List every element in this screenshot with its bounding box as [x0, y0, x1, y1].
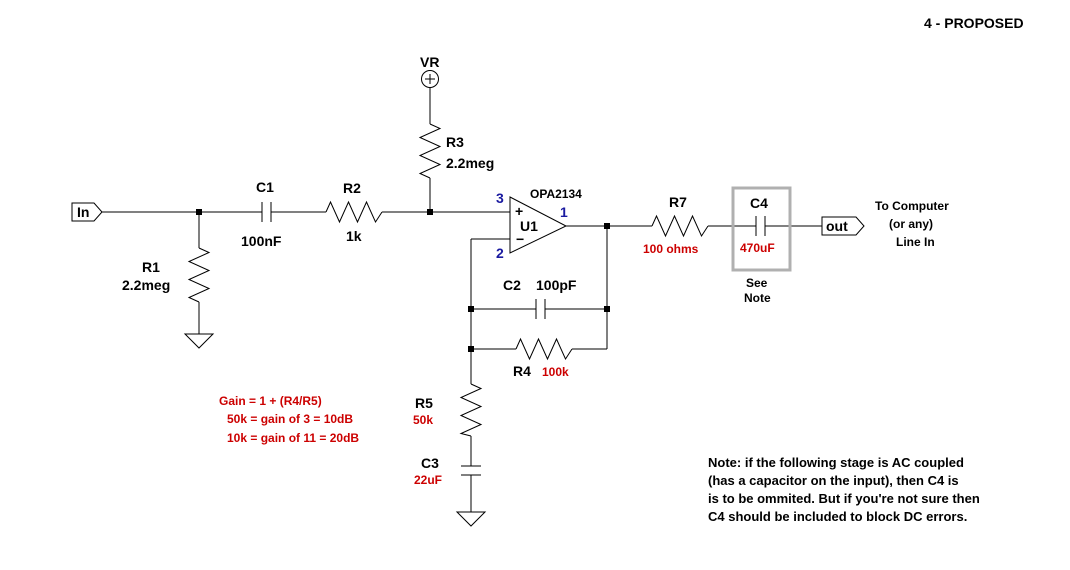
r1-ref: R1	[142, 259, 160, 275]
u1-pin-3: 3	[496, 190, 504, 206]
see-note-line-1: See	[746, 276, 768, 290]
c4-ref: C4	[750, 195, 768, 211]
resistor-r5: R5 50k	[413, 383, 483, 437]
output-port: out	[821, 216, 865, 236]
r3-value: 2.2meg	[446, 155, 494, 171]
u1-pin-1: 1	[560, 204, 568, 220]
page-title: 4 - PROPOSED	[924, 15, 1024, 31]
r7-ref: R7	[669, 194, 687, 210]
c4-highlight-box	[731, 186, 792, 272]
junction-dots	[196, 209, 610, 352]
r4-value: 100k	[542, 365, 569, 379]
r7-value: 100 ohms	[643, 242, 699, 256]
r2-ref: R2	[343, 180, 361, 196]
capacitor-c3: C3 22uF	[414, 455, 481, 487]
gain-note-line-3: 10k = gain of 11 = 20dB	[227, 431, 359, 445]
c2-ref: C2	[503, 277, 521, 293]
destination-text: To Computer (or any) Line In	[875, 199, 949, 249]
c4-note-line-4: C4 should be included to block DC errors…	[708, 509, 967, 524]
c3-value: 22uF	[414, 473, 442, 487]
opamp-u1: + − U1 OPA2134 3 2 1	[496, 187, 582, 261]
u1-plus-sign: +	[515, 203, 523, 219]
c1-ref: C1	[256, 179, 274, 195]
r1-value: 2.2meg	[122, 277, 170, 293]
ground-symbol-r1	[183, 333, 215, 349]
r4-ref: R4	[513, 363, 531, 379]
c1-value: 100nF	[241, 233, 282, 249]
c2-value: 100pF	[536, 277, 577, 293]
c4-note-line-1: Note: if the following stage is AC coupl…	[708, 455, 964, 470]
c4-value: 470uF	[740, 241, 775, 255]
output-port-label: out	[826, 218, 848, 234]
gain-note-line-2: 50k = gain of 3 = 10dB	[227, 412, 353, 426]
destination-line-1: To Computer	[875, 199, 949, 213]
u1-ref: U1	[520, 218, 538, 234]
c4-note-line-2: (has a capacitor on the input), then C4 …	[708, 473, 959, 488]
gain-note-line-1: Gain = 1 + (R4/R5)	[219, 394, 322, 408]
c4-note-line-3: is to be ommited. But if you're not sure…	[708, 491, 980, 506]
ground-symbol-c3	[455, 511, 487, 527]
r5-value: 50k	[413, 413, 433, 427]
vr-supply-symbol: VR	[420, 54, 439, 88]
input-port-label: In	[77, 204, 89, 220]
destination-line-3: Line In	[896, 235, 935, 249]
r3-ref: R3	[446, 134, 464, 150]
c4-note: Note: if the following stage is AC coupl…	[708, 455, 980, 524]
resistor-r4: R4 100k	[513, 337, 573, 379]
r2-value: 1k	[346, 228, 362, 244]
destination-line-2: (or any)	[889, 217, 933, 231]
wires	[102, 88, 822, 512]
resistor-r2: R2 1k	[325, 180, 383, 244]
see-note-line-2: Note	[744, 291, 771, 305]
gain-notes: Gain = 1 + (R4/R5) 50k = gain of 3 = 10d…	[219, 394, 359, 445]
r5-ref: R5	[415, 395, 433, 411]
resistor-r1: R1 2.2meg	[122, 247, 211, 303]
input-port: In	[71, 202, 103, 222]
resistor-r3: R3 2.2meg	[418, 123, 494, 179]
vr-label: VR	[420, 54, 439, 70]
u1-part: OPA2134	[530, 187, 582, 201]
u1-minus-sign: −	[516, 231, 524, 247]
capacitor-c4: C4 470uF See Note	[731, 186, 792, 305]
resistor-r7: R7 100 ohms	[643, 194, 709, 256]
c3-ref: C3	[421, 455, 439, 471]
capacitor-c1: C1 100nF	[241, 179, 282, 249]
u1-pin-2: 2	[496, 245, 504, 261]
capacitor-c2: C2 100pF	[503, 277, 577, 319]
